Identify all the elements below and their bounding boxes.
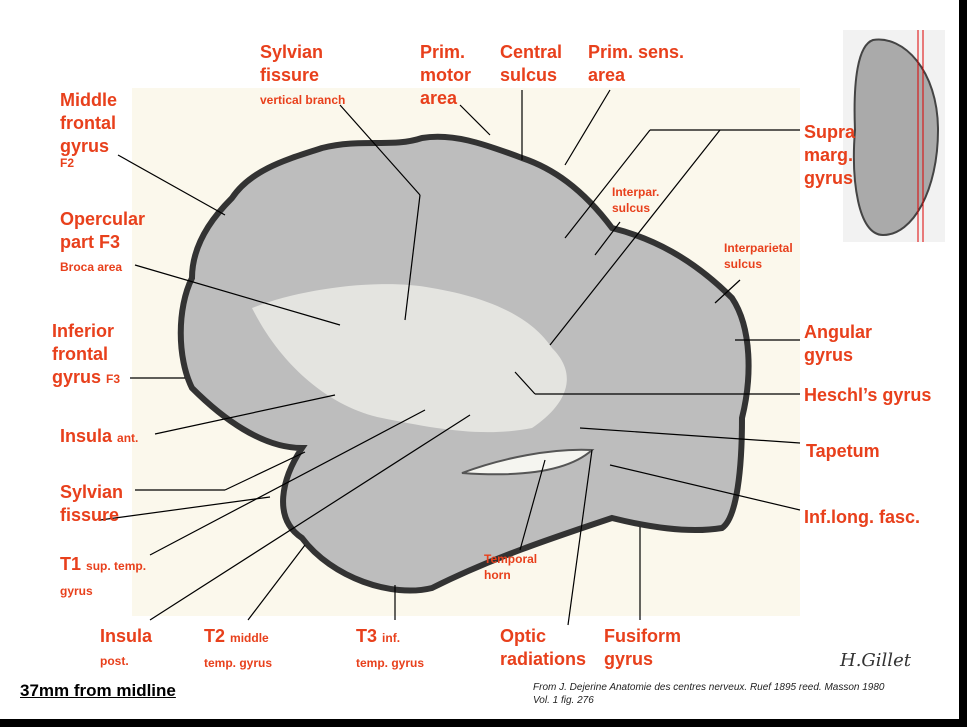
label-heschl-gyrus: Heschl’s gyrus <box>804 385 932 405</box>
thumbnail-section-locator <box>843 30 945 242</box>
label-prim-sens-area: Prim. sens.area <box>588 42 685 85</box>
label-inf-long-fasc: Inf.long. fasc. <box>804 507 921 527</box>
section-caption: 37mm from midline <box>20 681 176 700</box>
label-t1: T1 sup. temp.gyrus <box>60 554 147 598</box>
slide-shadow-right <box>959 0 967 727</box>
label-tapetum: Tapetum <box>806 441 880 461</box>
brain-section-drawing <box>177 133 752 594</box>
label-t3: T3 inf.temp. gyrus <box>356 626 425 670</box>
artist-signature: H.Gillet <box>840 650 911 671</box>
source-credit: From J. Dejerine Anatomie des centres ne… <box>533 682 885 706</box>
label-interpar-sulcus: Interpar.sulcus <box>612 185 660 215</box>
slide-shadow-bottom <box>0 719 967 727</box>
brain-illustration: H.Gillet <box>132 88 911 671</box>
label-insula-ant: Insula ant. <box>60 426 139 446</box>
